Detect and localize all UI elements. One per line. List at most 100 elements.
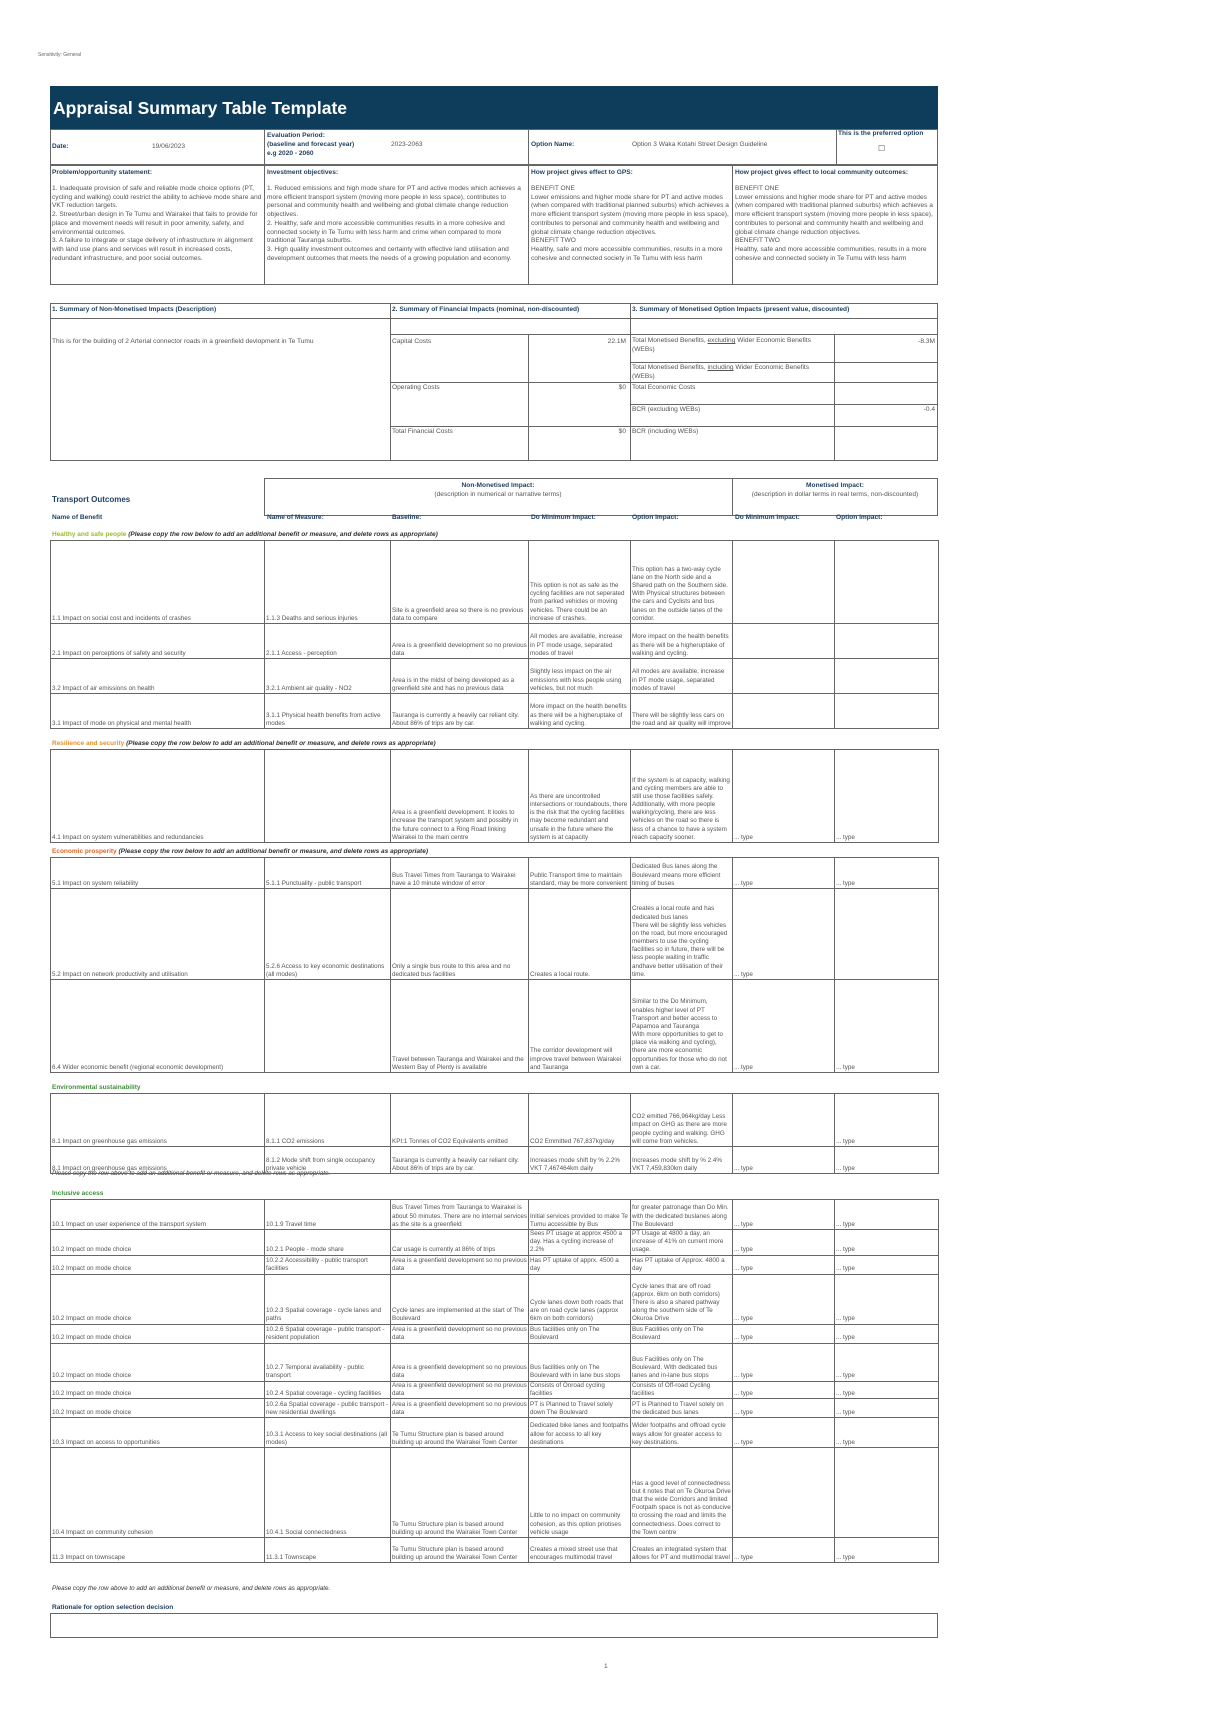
- mon-impact-header: Monetised Impact:: [806, 482, 864, 489]
- local-text: BENEFIT ONE Lower emissions and higher m…: [735, 185, 933, 262]
- baseline-cell: Area is a greenfield development so no p…: [390, 1397, 529, 1418]
- mon-dm-cell: ... type: [732, 1273, 835, 1325]
- gps-title: How project gives effect to GPS:: [531, 169, 633, 176]
- page-title: Appraisal Summary Table Template: [53, 98, 348, 118]
- resilience-table: 4.1 Impact on system vulnerabilities and…: [50, 749, 939, 843]
- mon-dm-cell: ... type: [732, 888, 835, 980]
- option-impact-cell: Wider footpaths and offroad cycle ways a…: [630, 1416, 733, 1448]
- baseline-cell: Bus Travel Times from Tauranga to Wairak…: [390, 1199, 529, 1230]
- eval-value: 2023-2063: [391, 141, 423, 148]
- dm-impact-cell: Bus facilities only on The Boulevard: [528, 1323, 631, 1344]
- option-impact-cell: Has a good level of connectedness but it…: [630, 1446, 733, 1538]
- benefit-cell: 10.1 Impact on user experience of the tr…: [50, 1199, 265, 1230]
- eval-sublabel: (baseline and forecast year): [267, 141, 355, 148]
- measure-cell: 1.1.3 Deaths and serious injuries: [264, 540, 391, 624]
- mon-option-cell: ... type: [834, 857, 939, 889]
- benefit-cell: 10.3 Impact on access to opportunities: [50, 1416, 265, 1448]
- nonmon-summary-text: This is for the building of 2 Arterial c…: [52, 338, 314, 345]
- mon-dm-cell: [732, 540, 835, 624]
- dm-impact-cell: PT is Planned to Travel solely down The …: [528, 1397, 631, 1418]
- mon-option-cell: ... type: [834, 1342, 939, 1382]
- mon-dm-cell: [732, 1446, 835, 1538]
- mon-dm-cell: ... type: [732, 979, 835, 1073]
- table-row: 1.1 Impact on social cost and incidents …: [50, 540, 939, 624]
- option-label: Option Name:: [531, 141, 575, 148]
- mon-option-cell: [834, 693, 939, 729]
- dm-impact-cell: Little to no impact on community cohesio…: [528, 1446, 631, 1538]
- baseline-cell: Area is in the midst of being developed …: [390, 658, 529, 694]
- measure-cell: 3.1.1 Physical health benefits from acti…: [264, 693, 391, 729]
- bcr-excl-label: BCR (excluding WEBs): [632, 406, 701, 413]
- title-banner: Appraisal Summary Table Template: [50, 86, 938, 129]
- section-inclusive: Inclusive access: [52, 1190, 104, 1197]
- benefit-cell: 10.2 Impact on mode choice: [50, 1380, 265, 1399]
- option-impact-cell: Dedicated Bus lanes along the Boulevard …: [630, 857, 733, 889]
- mon-dm-cell: ... type: [732, 1323, 835, 1344]
- table-row: 2.1 Impact on perceptions of safety and …: [50, 623, 939, 659]
- option-impact-cell: CO2 emitted 766,964kg/day Less impact on…: [630, 1093, 733, 1147]
- measure-cell: 10.2.2 Accessibility - public transport …: [264, 1254, 391, 1275]
- baseline-cell: Tauranga is currently a heavily car reli…: [390, 1146, 529, 1174]
- measure-cell: [264, 749, 391, 843]
- dm-impact-cell: CO2 Emmitted 767,837kg/day: [528, 1093, 631, 1147]
- mon-impact-sub: (description in dollar terms in real ter…: [751, 491, 919, 498]
- mon-option-cell: ... type: [834, 1229, 939, 1256]
- table-row: 3.1 Impact of mode on physical and menta…: [50, 693, 939, 729]
- measure-cell: 10.2.6 Spatial coverage - public transpo…: [264, 1323, 391, 1344]
- option-impact-cell: for greater patronage than Do Min. with …: [630, 1199, 733, 1230]
- mon-option-cell: ... type: [834, 1146, 939, 1174]
- col-mon-dm: Do Minimum Impact:: [735, 514, 800, 521]
- dm-impact-cell: More impact on the health benefits as th…: [528, 693, 631, 729]
- dm-impact-cell: Increases mode shift by % 2.2% VKT 7,467…: [528, 1146, 631, 1174]
- mon-option-cell: ... type: [834, 1397, 939, 1418]
- mon-option-cell: [834, 658, 939, 694]
- col-dm: Do Minimum Impact:: [531, 514, 596, 521]
- rationale-box[interactable]: [50, 1613, 938, 1638]
- benefit-cell: 8.1 Impact on greenhouse gas emissions: [50, 1146, 265, 1174]
- measure-cell: 5.1.1 Punctuality - public transport: [264, 857, 391, 889]
- baseline-cell: Area is a greenfield development so no p…: [390, 1380, 529, 1399]
- benefit-cell: 5.1 Impact on system reliability: [50, 857, 265, 889]
- page-number: 1: [604, 1663, 608, 1670]
- preferred-checkbox[interactable]: ☐: [878, 144, 886, 153]
- sensitivity-label: Sensitivity: General: [38, 52, 82, 58]
- measure-cell: 10.2.6a Spatial coverage - public transp…: [264, 1397, 391, 1418]
- option-impact-cell: Consists of Off-road Cycling facilities: [630, 1380, 733, 1399]
- benefit-cell: 10.2 Impact on mode choice: [50, 1323, 265, 1344]
- col-benefit: Name of Benefit: [52, 514, 103, 521]
- baseline-cell: Site is a greenfield area so there is no…: [390, 540, 529, 624]
- option-impact-cell: This option has a two-way cycle lane on …: [630, 540, 733, 624]
- mon-option-cell: [834, 888, 939, 980]
- mon-dm-cell: ... type: [732, 1536, 835, 1563]
- nonmon-impact-header: Non-Monetised Impact:: [461, 482, 535, 489]
- objectives-text: 1. Reduced emissions and high mode share…: [267, 185, 521, 262]
- objectives-title: Investment objectives:: [267, 169, 339, 176]
- mon-dm-cell: [732, 1093, 835, 1147]
- financial-title: 2. Summary of Financial Impacts (nominal…: [392, 306, 580, 313]
- section-economic: Economic prosperity (Please copy the row…: [52, 848, 429, 855]
- mon-option-cell: [834, 540, 939, 624]
- benefit-cell: 3.2 Impact of air emissions on health: [50, 658, 265, 694]
- transport-outcomes-title: Transport Outcomes: [52, 495, 131, 504]
- measure-cell: 10.2.1 People - mode share: [264, 1229, 391, 1256]
- table-row: 6.4 Wider economic benefit (regional eco…: [50, 979, 939, 1073]
- mon-option-cell: ... type: [834, 1273, 939, 1325]
- eval-label: Evaluation Period:: [267, 132, 325, 139]
- option-impact-cell: Creates a local route and has dedicated …: [630, 888, 733, 980]
- benefit-cell: 5.2 Impact on network productivity and u…: [50, 888, 265, 980]
- dm-impact-cell: Sees PT usage at approx 4500 a day. Has …: [528, 1229, 631, 1256]
- measure-cell: 8.1.2 Mode shift from single occupancy p…: [264, 1146, 391, 1174]
- baseline-cell: Only a single bus route to this area and…: [390, 888, 529, 980]
- table-row: 5.2 Impact on network productivity and u…: [50, 888, 939, 980]
- option-impact-cell: There will be slightly less cars on the …: [630, 693, 733, 729]
- dm-impact-cell: Dedicated bike lanes and footpaths allow…: [528, 1416, 631, 1448]
- baseline-cell: Area is a greenfield development so no p…: [390, 1323, 529, 1344]
- measure-cell: 10.3.1 Access to key social destinations…: [264, 1416, 391, 1448]
- table-row: 10.1 Impact on user experience of the tr…: [50, 1199, 939, 1230]
- capital-costs-value: 22.1M: [607, 338, 626, 345]
